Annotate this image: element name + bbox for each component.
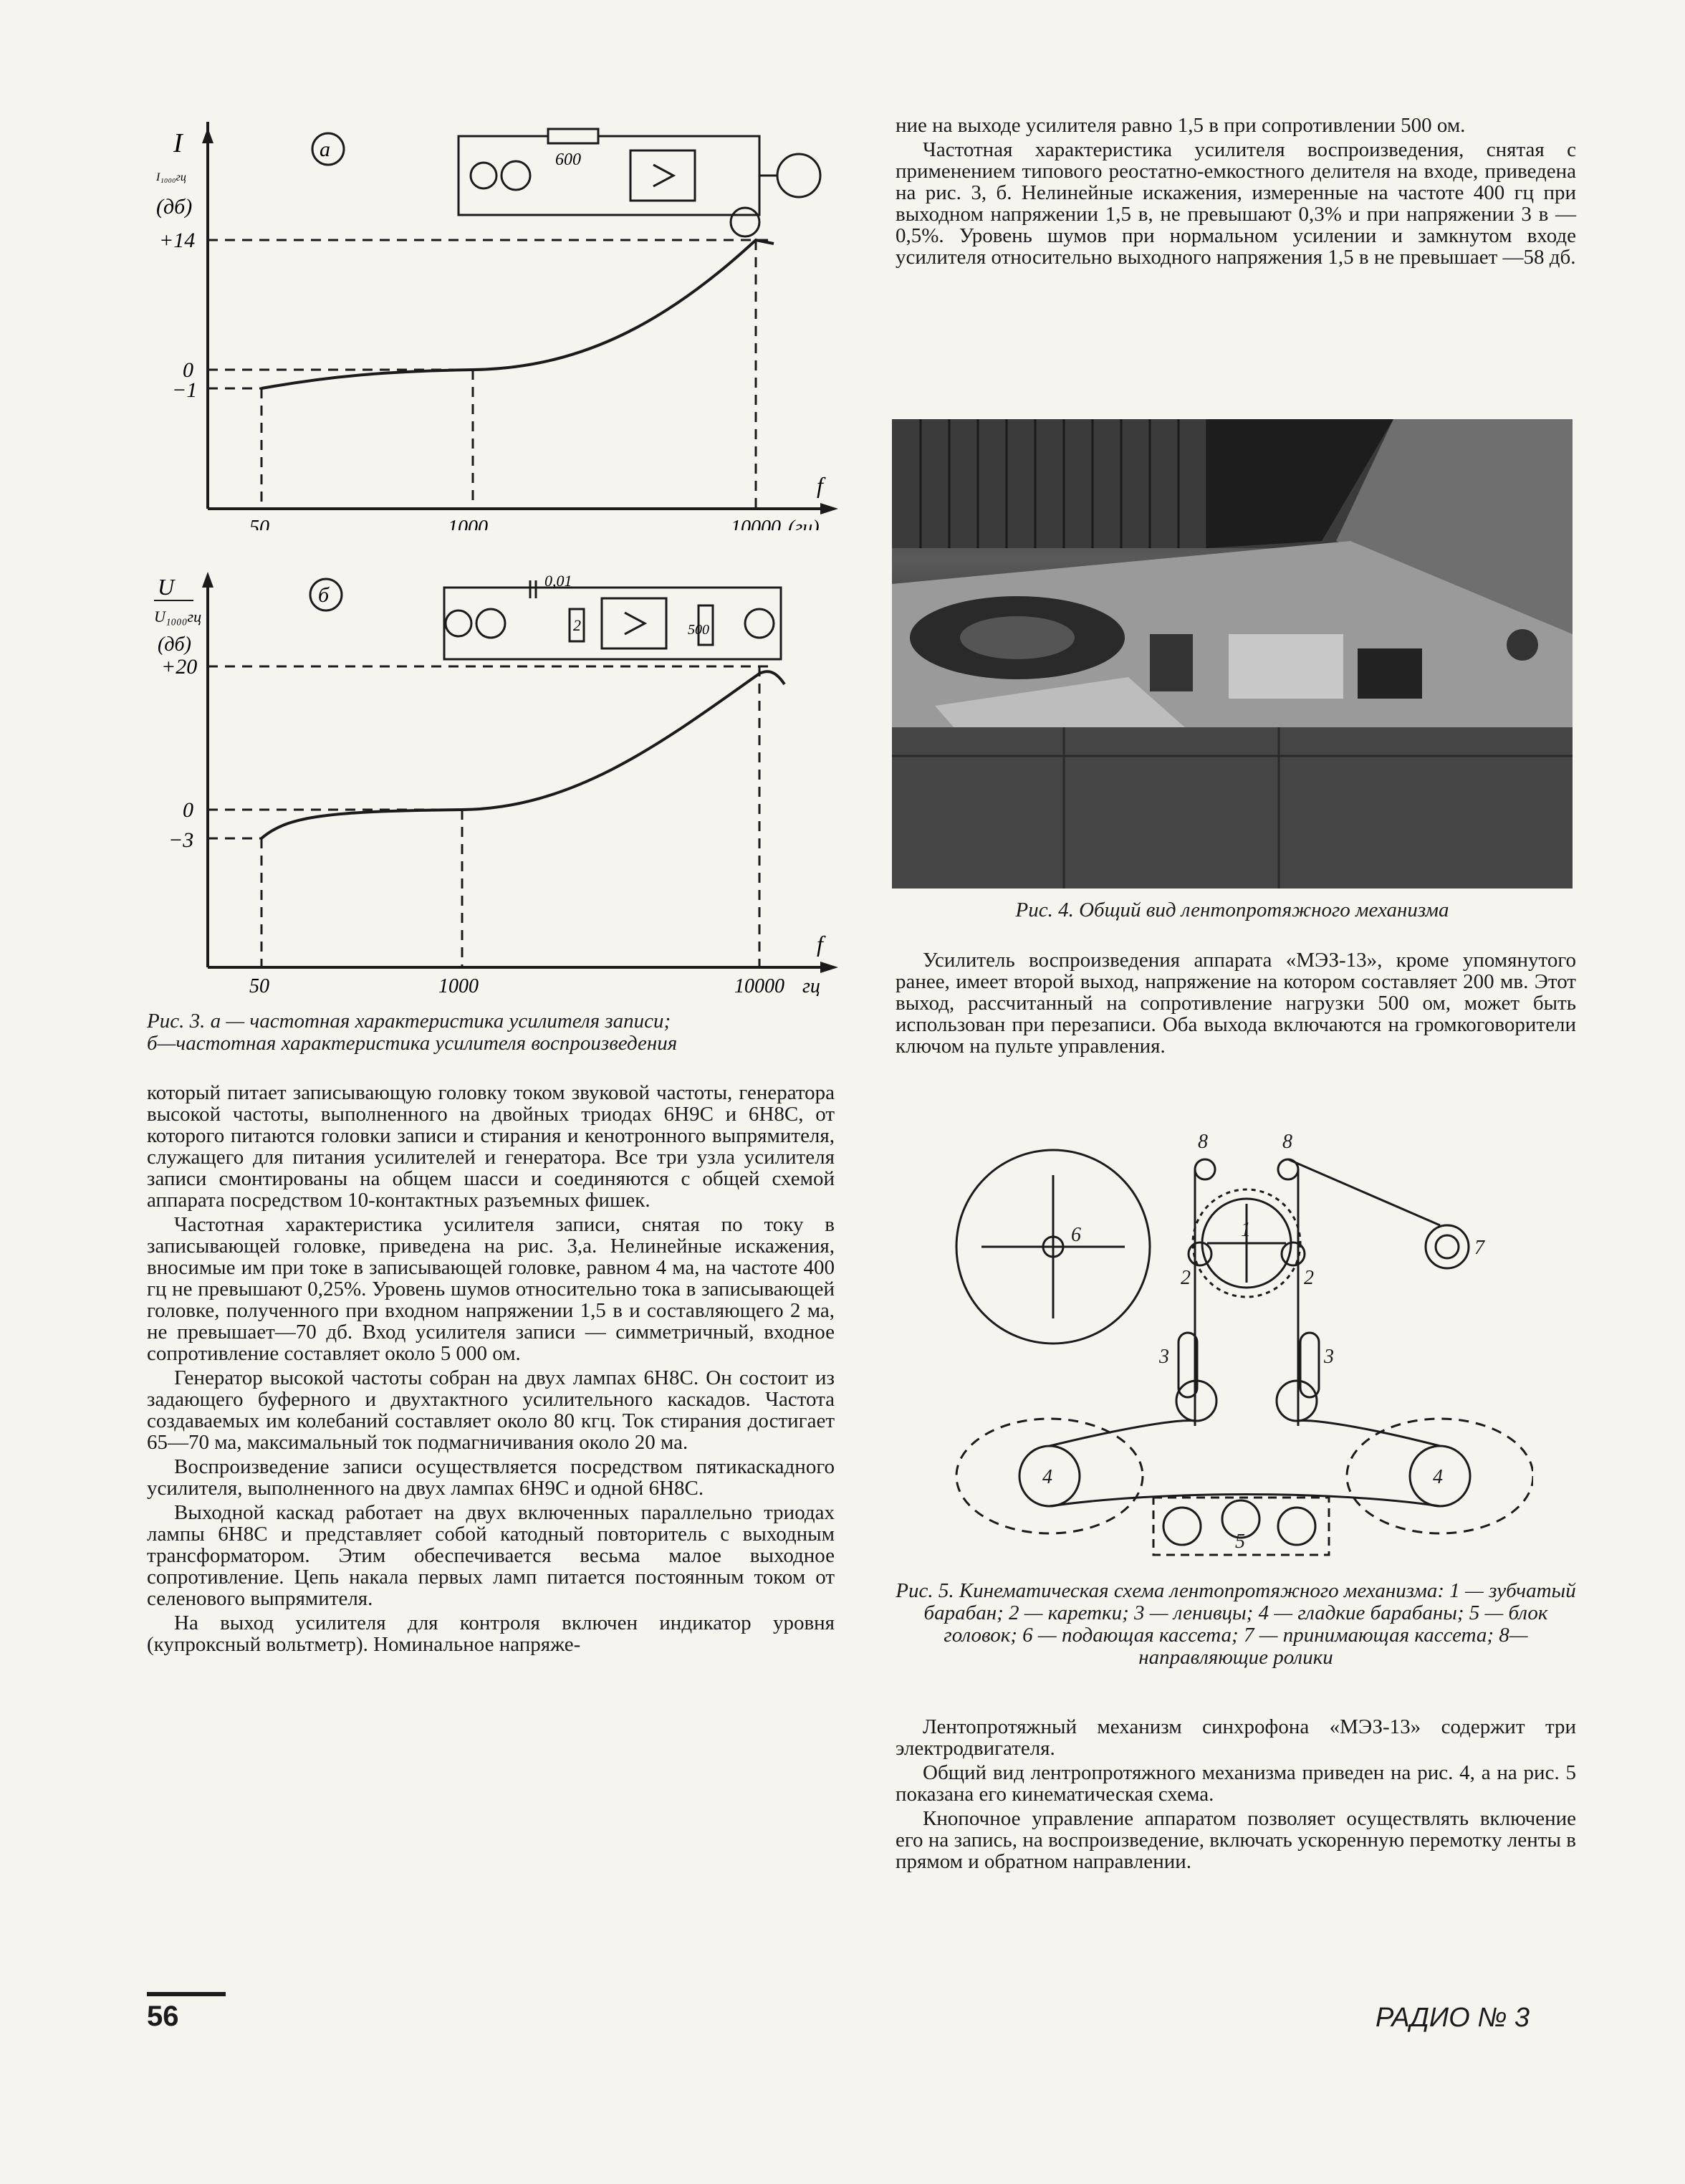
diagram-label-4-right: 4 — [1433, 1466, 1443, 1488]
x-tick-1000-b: 1000 — [438, 975, 479, 996]
page-number: 56 — [147, 2001, 179, 2032]
y-tick-minus3: −3 — [168, 828, 193, 852]
figure-3-caption-line2: б—частотная характеристика усилителя вос… — [147, 1032, 678, 1055]
paragraph: Усилитель воспроизведения аппарата «МЭЗ-… — [896, 949, 1576, 1058]
x-tick-10000: 10000 — [731, 517, 781, 530]
y-sub-3a: I₁₀₀₀гц — [155, 171, 186, 183]
x-unit-3b: гц — [802, 975, 820, 996]
diagram-label-5: 5 — [1235, 1531, 1245, 1553]
figure-4-caption: Рис. 4. Общий вид лентопротяжного механи… — [1015, 899, 1449, 921]
paragraph: Лентопротяжный механизм синхрофона «МЭЗ-… — [896, 1715, 1576, 1760]
panel-mark-a: а — [320, 138, 330, 161]
diagram-label-4-left: 4 — [1042, 1466, 1052, 1488]
x-tick-10000-b: 10000 — [734, 975, 784, 996]
figure-5-caption: Рис. 5. Кинематическая схема лентопротяж… — [896, 1579, 1576, 1669]
curve-3b — [260, 670, 786, 840]
x-tick-50: 50 — [249, 517, 269, 530]
x-symbol-3b: f — [817, 931, 826, 957]
left-column: который питает записывающую головку токо… — [147, 1082, 835, 1655]
circuit-label-001: 0,01 — [544, 572, 572, 590]
footer-rule — [147, 1992, 226, 1996]
diagram-label-7: 7 — [1474, 1237, 1485, 1259]
y-symbol-3a: I — [173, 128, 184, 158]
right-bottom-text: Лентопротяжный механизм синхрофона «МЭЗ-… — [896, 1716, 1576, 1872]
curve-3a — [261, 238, 774, 390]
x-tick-1000: 1000 — [448, 517, 488, 530]
figure-3b: U U₁₀₀₀гц (дб) +20 0 −3 50 1000 10000 гц… — [154, 572, 838, 996]
diagram-label-3-right: 3 — [1323, 1346, 1334, 1368]
circuit-label-600: 600 — [555, 150, 581, 169]
y-tick-14: +14 — [159, 229, 195, 252]
paragraph: Воспроизведение записи осуществляется по… — [147, 1455, 835, 1500]
y-tick-20: +20 — [161, 655, 197, 679]
figure-3-caption-line1: Рис. 3. а — частотная характеристика уси… — [147, 1010, 671, 1033]
paragraph: Частотная характеристика усилителя запис… — [147, 1213, 835, 1365]
x-unit-3a: (гц) — [788, 517, 820, 530]
paragraph: который питает записывающую головку токо… — [147, 1081, 835, 1212]
y-tick-minus1: −1 — [172, 378, 197, 402]
circuit-3a — [457, 128, 822, 238]
y-unit-3b: (дб) — [158, 633, 191, 656]
paragraph: Частотная характеристика усилителя воспр… — [896, 138, 1576, 269]
figure-3-caption: Рис. 3. а — частотная характеристика уси… — [147, 1010, 835, 1055]
figure-4-photo — [892, 419, 1573, 889]
tape-deck-illustration — [892, 419, 1573, 889]
circuit-label-2: 2 — [573, 616, 581, 634]
x-symbol-3a: f — [817, 472, 826, 498]
paragraph: ние на выходе усилителя равно 1,5 в при … — [896, 114, 1466, 137]
right-middle-text: Усилитель воспроизведения аппарата «МЭЗ-… — [896, 949, 1576, 1057]
y-unit-3a: (дб) — [156, 195, 192, 219]
diagram-label-3-left: 3 — [1158, 1346, 1169, 1368]
paragraph: Общий вид лентропротяжного механизма при… — [896, 1761, 1576, 1806]
diagram-label-8-right: 8 — [1282, 1131, 1292, 1153]
diagram-label-8-left: 8 — [1198, 1131, 1208, 1153]
right-top-text: ние на выходе усилителя равно 1,5 в при … — [896, 115, 1576, 268]
y-tick-0: 0 — [183, 358, 193, 382]
y-sub-3b: U₁₀₀₀гц — [154, 608, 201, 626]
circuit-label-500: 500 — [688, 622, 709, 638]
x-tick-50-b: 50 — [249, 975, 269, 996]
panel-mark-b: б — [318, 583, 330, 607]
paragraph: На выход усилителя для контроля включен … — [147, 1611, 835, 1656]
diagram-label-6: 6 — [1071, 1224, 1081, 1246]
paragraph: Кнопочное управление аппаратом позволяет… — [896, 1807, 1576, 1873]
paragraph: Выходной каскад работает на двух включен… — [147, 1501, 835, 1610]
figure-3a: I I₁₀₀₀гц (дб) +14 0 −1 50 1000 10000 (г… — [155, 122, 838, 530]
figure-5-diagram: 1 2 2 3 3 4 4 5 6 7 8 8 — [955, 1131, 1533, 1556]
diagram-label-2-right: 2 — [1304, 1267, 1314, 1289]
circuit-3b — [443, 580, 782, 661]
y-tick-0-b: 0 — [183, 798, 193, 822]
diagram-label-1: 1 — [1241, 1219, 1251, 1241]
paragraph: Генератор высокой частоты собран на двух… — [147, 1366, 835, 1454]
diagram-label-2-left: 2 — [1181, 1267, 1191, 1289]
y-symbol-3b: U — [158, 574, 176, 600]
journal-name: РАДИО № 3 — [1376, 2003, 1530, 2033]
